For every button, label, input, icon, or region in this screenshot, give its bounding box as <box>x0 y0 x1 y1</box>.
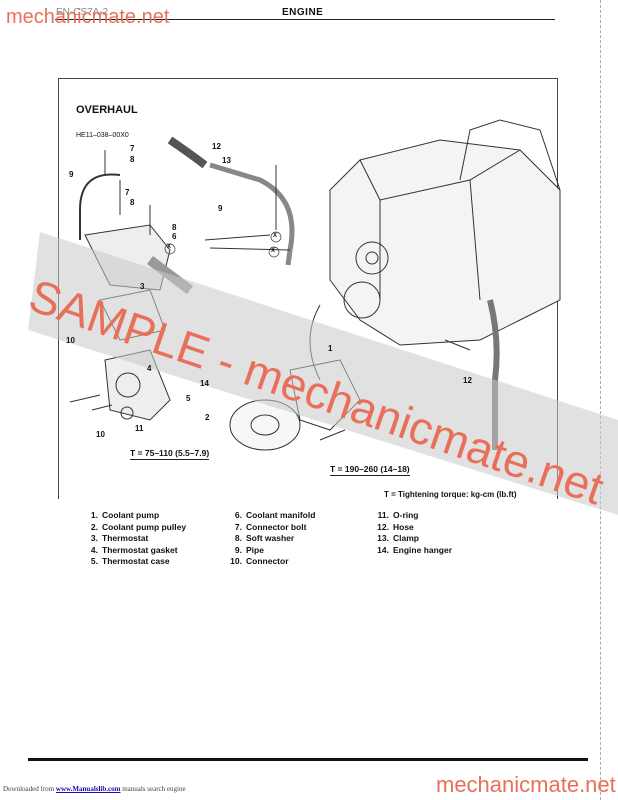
part-item: 6.Coolant manifold <box>234 510 316 520</box>
callout: X <box>167 244 172 250</box>
part-item: 5.Thermostat case <box>90 556 170 567</box>
callout: 7 <box>130 144 135 153</box>
callout: 8 <box>130 198 135 207</box>
page-code: EN-CS7A-2 <box>56 7 109 18</box>
callout: X <box>271 248 276 254</box>
header-rule <box>55 19 555 20</box>
parts-list-col-1: 1.Coolant pump 2.Coolant pump pulley 3.T… <box>83 510 186 568</box>
download-prefix: Downloaded from <box>3 785 55 793</box>
download-suffix: manuals search engine <box>122 785 186 793</box>
part-item: 7.Connector bolt <box>234 521 307 532</box>
callout: 13 <box>222 156 231 165</box>
torque-spec-pump: T = 190–260 (14–18) <box>330 464 410 476</box>
watermark-bottom: mechanicmate.net <box>436 772 616 797</box>
part-item: 2.Coolant pump pulley <box>90 521 187 532</box>
callout: 10 <box>66 336 75 345</box>
section-title: OVERHAUL <box>76 104 138 116</box>
callout: 12 <box>463 376 472 385</box>
part-item: 11.O-ring <box>377 510 419 520</box>
part-item: 3.Thermostat <box>90 533 149 544</box>
footer-rule <box>28 758 588 761</box>
torque-spec-pulley: T = 75–110 (5.5–7.9) <box>130 448 210 460</box>
callout: 6 <box>172 232 177 241</box>
callout: X <box>273 233 278 239</box>
callout: 11 <box>135 424 144 433</box>
part-item: 1.Coolant pump <box>90 510 160 520</box>
callout: 9 <box>69 170 74 179</box>
part-item: 14.Engine hanger <box>377 544 453 555</box>
callout: 4 <box>147 364 152 373</box>
callout: 8 <box>172 223 177 232</box>
callout: 12 <box>212 142 221 151</box>
callout: 14 <box>200 379 209 388</box>
callout: 8 <box>130 155 135 164</box>
page-edge <box>600 0 601 800</box>
manualslib-link[interactable]: www.Manualslib.com <box>55 785 121 793</box>
torque-note: T = Tightening torque: kg-cm (lb.ft) <box>384 490 517 499</box>
callout: 3 <box>140 282 145 291</box>
watermark-top: mechanicmate.net <box>6 6 170 28</box>
parts-list-col-2: 6.Coolant manifold 7.Connector bolt 8.So… <box>227 510 315 568</box>
callout: 5 <box>186 394 191 403</box>
download-note: Downloaded from www.Manualslib.com manua… <box>3 785 186 793</box>
callout: 10 <box>96 430 105 439</box>
part-item: 10.Connector <box>230 556 289 567</box>
part-item: 8.Soft washer <box>234 533 295 544</box>
callout: 7 <box>125 188 130 197</box>
part-item: 13.Clamp <box>377 533 419 544</box>
part-item: 9.Pipe <box>234 544 264 555</box>
part-item: 12.Hose <box>377 521 414 532</box>
section-heading: ENGINE <box>282 7 324 18</box>
callout: 9 <box>218 204 223 213</box>
figure-code: HE11–038–00X0 <box>76 132 129 139</box>
parts-list-col-3: 11.O-ring 12.Hose 13.Clamp 14.Engine han… <box>374 510 452 556</box>
part-item: 4.Thermostat gasket <box>90 544 178 555</box>
callout: 2 <box>205 413 210 422</box>
callout: 1 <box>328 344 333 353</box>
